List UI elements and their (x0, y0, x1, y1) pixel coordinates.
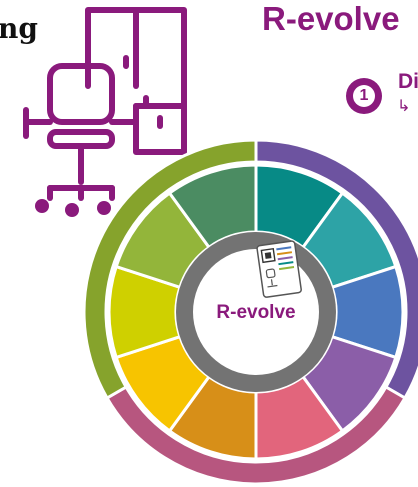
step-label: Di (398, 70, 418, 93)
office-chair-wheels (35, 199, 111, 217)
wheel-center-label: R-evolve (216, 302, 295, 323)
step-number-badge: 1 (346, 78, 382, 114)
cropped-heading-fragment: ng (0, 12, 38, 45)
step-number: 1 (353, 85, 375, 107)
step-arrow-icon: ↳ (397, 96, 411, 115)
wheel-segments (107, 163, 405, 461)
outer-arc-green (82, 138, 258, 401)
page-title: R-evolve (262, 0, 400, 37)
document-qr-chair-icon (256, 240, 302, 298)
office-chair-cabinet-icon (23, 7, 187, 201)
outer-arcs (82, 138, 418, 486)
